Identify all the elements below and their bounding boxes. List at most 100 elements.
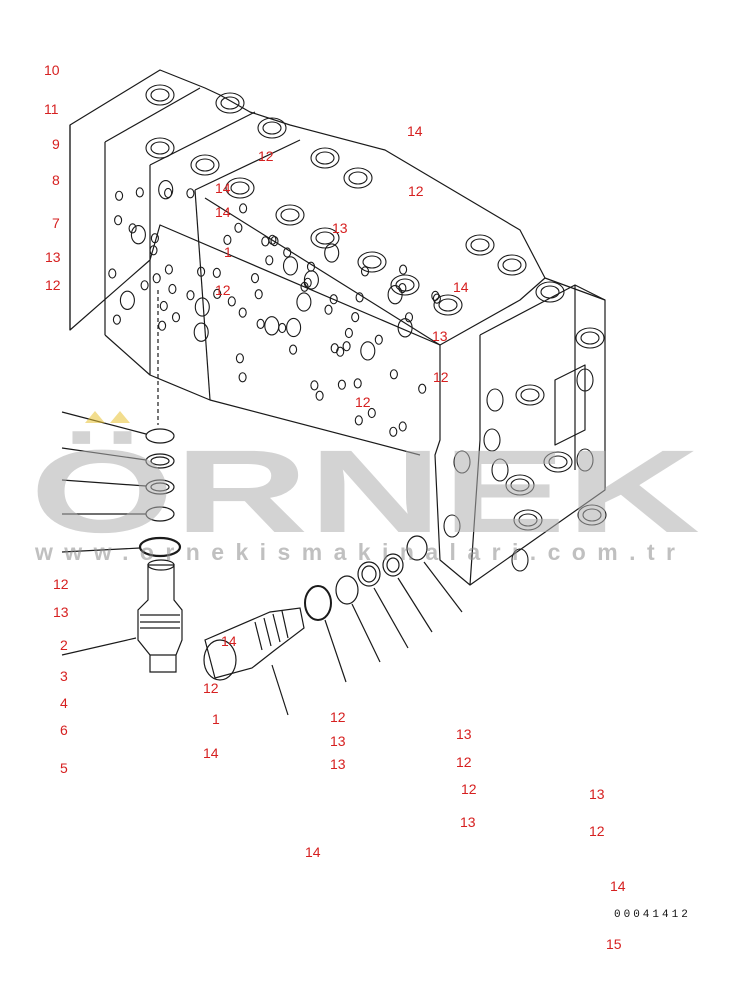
bolt-hole bbox=[197, 266, 206, 277]
port-hole-inner bbox=[470, 238, 490, 252]
bolt-hole bbox=[324, 304, 333, 315]
ring-r4-inner bbox=[386, 557, 400, 573]
bolt-hole bbox=[398, 421, 407, 432]
bolt-hole bbox=[342, 341, 351, 352]
port-hole-inner bbox=[315, 231, 335, 245]
bolt-hole bbox=[158, 320, 167, 331]
callout-label: 1 bbox=[224, 244, 232, 260]
leader-line-2 bbox=[61, 447, 147, 461]
valve-body-edge-6 bbox=[194, 189, 211, 401]
port-hole-inner bbox=[582, 508, 602, 522]
callout-label: 14 bbox=[610, 878, 626, 894]
bolt-hole bbox=[387, 285, 403, 305]
bolt-hole bbox=[119, 290, 135, 310]
watermark-accent bbox=[85, 411, 130, 423]
valve-body-bottom bbox=[104, 334, 421, 456]
relief-valve-left-thread bbox=[140, 614, 180, 656]
callout-label: 8 bbox=[52, 172, 60, 188]
leader-line-8 bbox=[324, 619, 347, 683]
port-hole-inner bbox=[150, 88, 170, 102]
bolt-hole bbox=[135, 187, 144, 198]
callout-label: 14 bbox=[305, 844, 321, 860]
port-hole bbox=[257, 117, 287, 139]
bolt-hole bbox=[397, 318, 413, 338]
bolt-hole bbox=[112, 314, 121, 325]
leader-line-11 bbox=[397, 577, 433, 633]
bolt-hole bbox=[171, 312, 181, 323]
bolt-hole bbox=[168, 283, 177, 295]
callout-label: 14 bbox=[215, 204, 231, 220]
bolt-hole bbox=[239, 203, 248, 214]
bolt-hole bbox=[140, 280, 149, 291]
port-hole-inner bbox=[220, 96, 240, 110]
bolt-hole bbox=[152, 273, 161, 284]
port-hole-inner bbox=[262, 121, 282, 135]
flange-hole bbox=[576, 448, 594, 472]
leader-line-10 bbox=[373, 587, 409, 649]
bolt-hole bbox=[238, 372, 247, 383]
bolt-hole bbox=[164, 264, 173, 275]
port-hole bbox=[543, 451, 573, 473]
port-hole-inner bbox=[520, 388, 540, 402]
leader-line-9 bbox=[351, 603, 381, 663]
callout-label: 13 bbox=[332, 220, 348, 236]
bolt-hole bbox=[150, 233, 159, 244]
leader-line-3 bbox=[61, 479, 147, 487]
port-hole-inner bbox=[280, 208, 300, 222]
callout-label: 12 bbox=[589, 823, 605, 839]
port-hole bbox=[145, 84, 175, 106]
flange-hole bbox=[491, 458, 509, 482]
callout-label: 14 bbox=[215, 180, 231, 196]
valve-body-edge-1 bbox=[104, 87, 201, 143]
port-hole-inner bbox=[438, 298, 458, 312]
bolt-hole bbox=[367, 407, 376, 419]
port-hole-inner bbox=[150, 141, 170, 155]
bolt-hole bbox=[158, 180, 174, 200]
ring-r3 bbox=[357, 561, 381, 587]
bolt-hole bbox=[159, 300, 168, 312]
bolt-hole bbox=[265, 255, 274, 266]
port-hole-inner bbox=[348, 171, 368, 185]
relief-valve-center bbox=[204, 607, 305, 679]
end-cover bbox=[469, 284, 606, 586]
port-hole bbox=[575, 327, 605, 349]
flange-hole bbox=[486, 388, 504, 412]
bolt-hole bbox=[389, 369, 398, 380]
bolt-hole bbox=[399, 264, 408, 275]
port-hole-inner bbox=[518, 513, 538, 527]
callout-label: 3 bbox=[60, 668, 68, 684]
port-hole bbox=[310, 227, 340, 249]
port-hole bbox=[515, 384, 545, 406]
bolt-hole bbox=[344, 327, 353, 339]
bolt-hole bbox=[130, 225, 146, 245]
callout-label: 12 bbox=[330, 709, 346, 725]
callout-label: 13 bbox=[330, 733, 346, 749]
port-hole bbox=[433, 294, 463, 316]
valve-body-edge-8 bbox=[439, 277, 546, 346]
seal-ring-3-inner bbox=[150, 482, 170, 492]
callout-label: 12 bbox=[53, 576, 69, 592]
bolt-hole bbox=[329, 294, 338, 305]
callout-label: 14 bbox=[453, 279, 469, 295]
port-hole bbox=[505, 474, 535, 496]
port-hole bbox=[357, 251, 387, 273]
end-cover-slot bbox=[554, 364, 586, 446]
callout-label: 12 bbox=[433, 369, 449, 385]
bolt-hole bbox=[213, 288, 222, 300]
flange-hole bbox=[576, 368, 594, 392]
bolt-hole bbox=[404, 312, 414, 323]
ring-r4 bbox=[382, 553, 404, 577]
port-hole bbox=[465, 234, 495, 256]
callout-label: 12 bbox=[215, 282, 231, 298]
valve-body-edge-5 bbox=[194, 139, 301, 191]
bolt-hole bbox=[194, 297, 210, 317]
callout-label: 13 bbox=[330, 756, 346, 772]
leader-line-6 bbox=[61, 637, 137, 656]
seal-ring-1 bbox=[145, 428, 175, 444]
bolt-hole bbox=[108, 268, 117, 279]
leader-line-12 bbox=[423, 561, 463, 613]
callout-label: 13 bbox=[589, 786, 605, 802]
port-hole bbox=[145, 137, 175, 159]
bolt-hole bbox=[374, 334, 383, 345]
